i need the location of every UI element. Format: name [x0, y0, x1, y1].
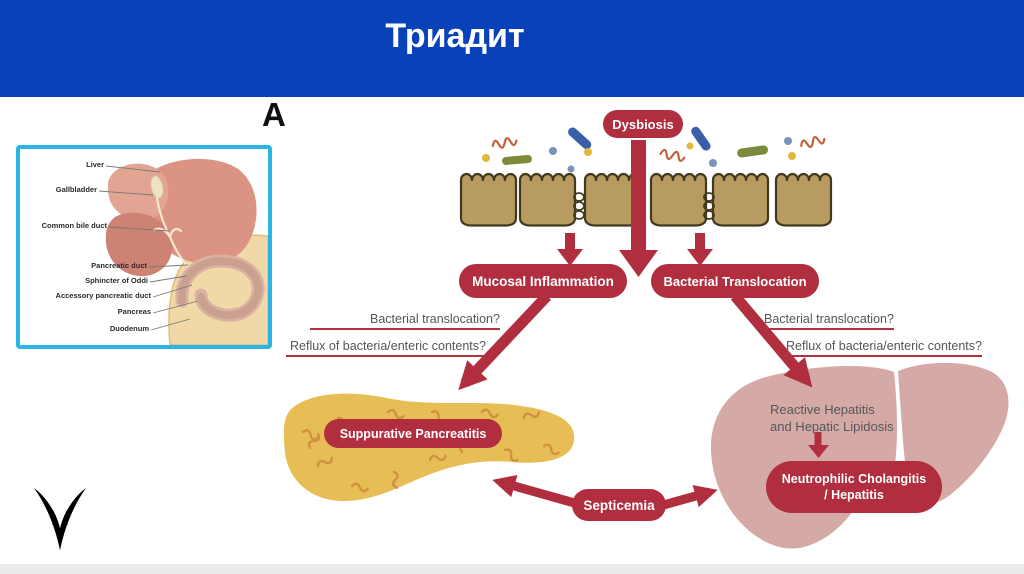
dysbiosis-node: Dysbiosis	[603, 110, 683, 138]
suppurative-pancreatitis-node: Suppurative Pancreatitis	[324, 419, 502, 448]
label-liver: Liver	[86, 160, 104, 169]
leader-lines	[98, 165, 199, 331]
tight-junction-left	[573, 192, 585, 220]
question-bacterial-translocation-left: Bacterial translocation?	[310, 312, 500, 330]
septicemia-node: Septicemia	[572, 489, 666, 521]
neutrophilic-cholangitis-node: Neutrophilic Cholangitis / Hepatitis	[766, 461, 942, 513]
tight-junction-right	[703, 192, 715, 220]
liver-illustration	[710, 362, 1009, 549]
panel-a-label: A	[262, 96, 286, 133]
header-bar	[0, 0, 1024, 97]
mucosal-inflammation-node: Mucosal Inflammation	[459, 264, 627, 298]
label-gallbladder: Gallbladder	[55, 185, 97, 194]
gallbladder-shape	[150, 175, 164, 199]
label-accessory-pancreatic-duct: Accessory pancreatic duct	[55, 291, 151, 300]
question-bacterial-translocation-right: Bacterial translocation?	[760, 312, 894, 330]
label-common-bile-duct: Common bile duct	[41, 221, 107, 230]
label-duodenum: Duodenum	[109, 324, 149, 333]
bottom-strip	[0, 564, 1024, 574]
flow-arrows	[458, 140, 829, 511]
neutrophilic-line1: Neutrophilic Cholangitis	[781, 472, 927, 486]
bacterial-translocation-node: Bacterial Translocation	[651, 264, 819, 298]
slide-title: Триадит	[385, 17, 525, 55]
reactive-hepatitis-line2: and Hepatic Lipidosis	[770, 418, 894, 434]
anatomy-illustration	[98, 158, 269, 346]
question-reflux-right: Reflux of bacteria/enteric contents?	[780, 339, 982, 357]
reactive-hepatitis-line1: Reactive Hepatitis	[770, 402, 875, 417]
reactive-hepatitis-label: Reactive Hepatitis and Hepatic Lipidosis	[770, 402, 894, 435]
label-pancreatic-duct: Pancreatic duct	[91, 261, 147, 270]
neutrophilic-line2: / Hepatitis	[824, 488, 884, 502]
anatomy-inset: Liver Gallbladder Common bile duct Pancr…	[16, 145, 272, 349]
label-pancreas: Pancreas	[117, 307, 151, 316]
logo-v	[34, 488, 86, 550]
question-reflux-left: Reflux of bacteria/enteric contents?	[286, 339, 486, 357]
label-sphincter-of-oddi: Sphincter of Oddi	[85, 276, 148, 285]
microbes-illustration	[482, 126, 827, 173]
epithelium-illustration	[459, 172, 833, 227]
